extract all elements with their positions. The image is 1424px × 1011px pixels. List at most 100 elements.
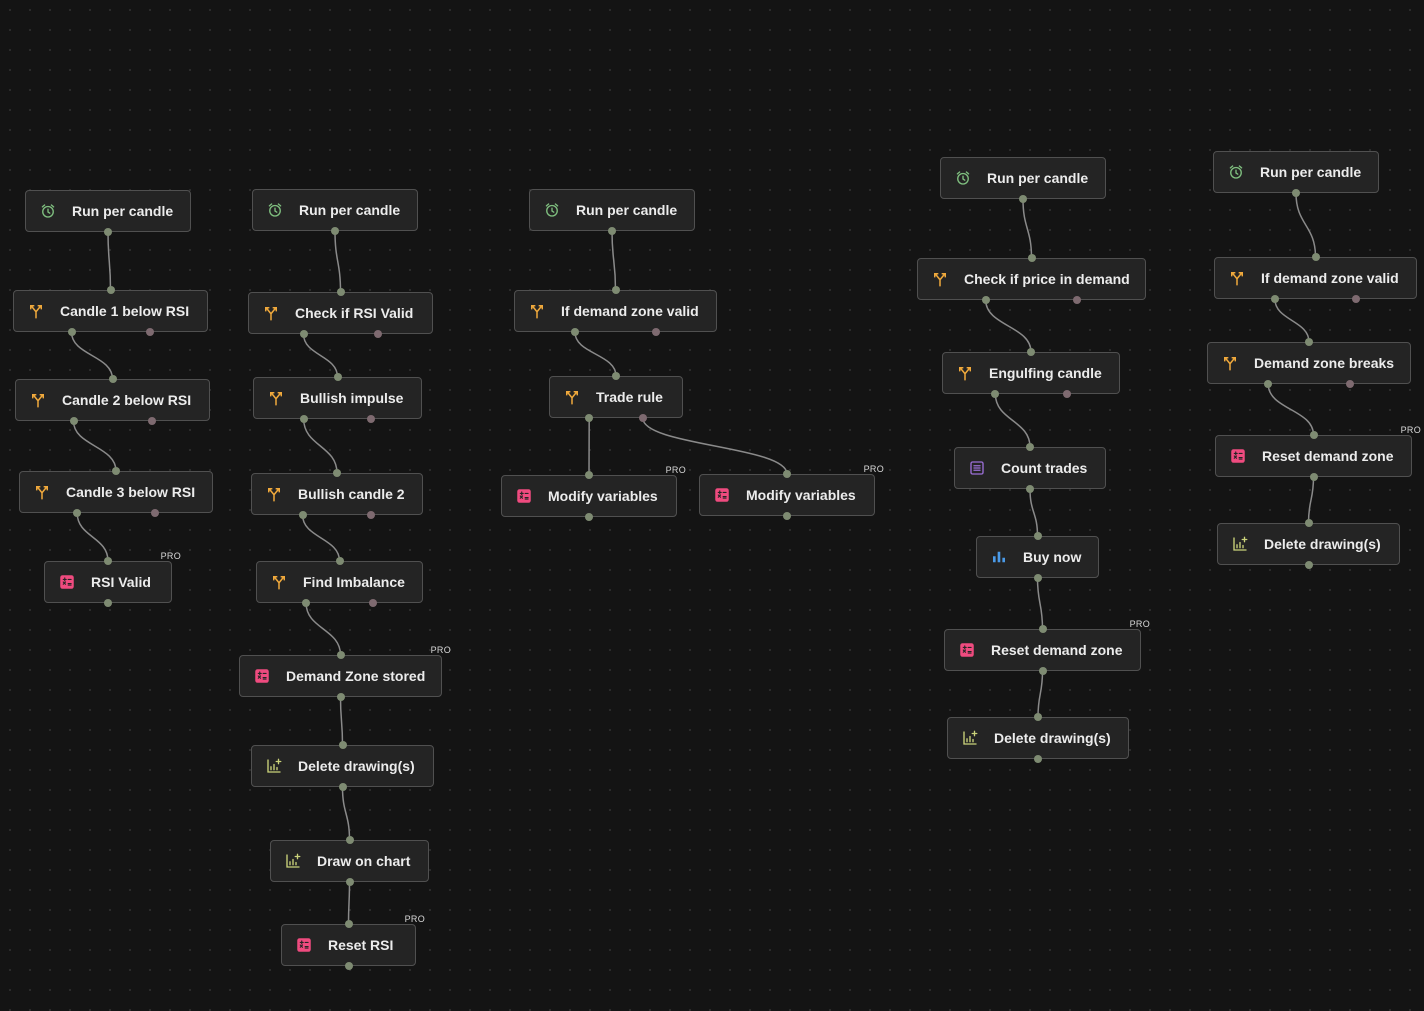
true-output-port[interactable] xyxy=(302,599,311,607)
output-port[interactable] xyxy=(344,962,353,970)
output-port[interactable] xyxy=(585,513,593,521)
input-port[interactable] xyxy=(336,288,345,296)
false-output-port[interactable] xyxy=(145,328,154,336)
true-output-port[interactable] xyxy=(981,296,990,304)
input-port[interactable] xyxy=(1305,338,1313,346)
input-port[interactable] xyxy=(1027,348,1035,356)
node-candle-3-below-rsi[interactable]: Candle 3 below RSI xyxy=(19,471,213,513)
input-port[interactable] xyxy=(1311,253,1320,261)
true-output-port[interactable] xyxy=(298,511,307,519)
node-find-imbalance[interactable]: Find Imbalance xyxy=(256,561,423,603)
node-engulfing-candle[interactable]: Engulfing candle xyxy=(942,352,1120,394)
output-port[interactable] xyxy=(104,599,112,607)
true-output-port[interactable] xyxy=(585,414,594,422)
output-port[interactable] xyxy=(331,227,339,235)
output-port[interactable] xyxy=(1309,473,1318,481)
input-port[interactable] xyxy=(112,467,120,475)
input-port[interactable] xyxy=(783,470,791,478)
output-port[interactable] xyxy=(1292,189,1300,197)
false-output-port[interactable] xyxy=(373,330,382,338)
true-output-port[interactable] xyxy=(67,328,76,336)
node-if-demand-zone-valid[interactable]: If demand zone valid xyxy=(1214,257,1417,299)
input-port[interactable] xyxy=(336,651,345,659)
false-output-port[interactable] xyxy=(368,599,377,607)
true-output-port[interactable] xyxy=(1270,295,1279,303)
input-port[interactable] xyxy=(104,557,112,565)
node-count-trades[interactable]: Count trades xyxy=(954,447,1106,489)
false-output-port[interactable] xyxy=(1352,295,1361,303)
input-port[interactable] xyxy=(333,373,342,381)
input-port[interactable] xyxy=(1304,519,1313,527)
input-port[interactable] xyxy=(612,372,620,380)
false-output-port[interactable] xyxy=(638,414,647,422)
node-bullish-candle-2[interactable]: Bullish candle 2 xyxy=(251,473,423,515)
false-output-port[interactable] xyxy=(150,509,159,517)
input-port[interactable] xyxy=(1309,431,1318,439)
true-output-port[interactable] xyxy=(299,330,308,338)
output-port[interactable] xyxy=(1304,561,1313,569)
node-delete-drawing-s[interactable]: Delete drawing(s) xyxy=(947,717,1129,759)
true-output-port[interactable] xyxy=(73,509,82,517)
output-port[interactable] xyxy=(1026,485,1034,493)
input-port[interactable] xyxy=(338,741,347,749)
node-trade-rule[interactable]: Trade rule xyxy=(549,376,683,418)
node-run-per-candle[interactable]: Run per candle xyxy=(1213,151,1379,193)
false-output-port[interactable] xyxy=(1073,296,1082,304)
node-run-per-candle[interactable]: Run per candle xyxy=(25,190,191,232)
node-bullish-impulse[interactable]: Bullish impulse xyxy=(253,377,422,419)
node-run-per-candle[interactable]: Run per candle xyxy=(529,189,695,231)
input-port[interactable] xyxy=(1026,443,1034,451)
node-draw-on-chart[interactable]: Draw on chart xyxy=(270,840,429,882)
node-check-if-rsi-valid[interactable]: Check if RSI Valid xyxy=(248,292,433,334)
node-check-if-price-in-demand[interactable]: Check if price in demand xyxy=(917,258,1146,300)
input-port[interactable] xyxy=(611,286,620,294)
output-port[interactable] xyxy=(338,783,347,791)
output-port[interactable] xyxy=(104,228,112,236)
false-output-port[interactable] xyxy=(367,511,376,519)
output-port[interactable] xyxy=(1019,195,1027,203)
output-port[interactable] xyxy=(1033,574,1042,582)
true-output-port[interactable] xyxy=(570,328,579,336)
true-output-port[interactable] xyxy=(991,390,1000,398)
input-port[interactable] xyxy=(333,469,341,477)
node-run-per-candle[interactable]: Run per candle xyxy=(940,157,1106,199)
output-port[interactable] xyxy=(345,878,354,886)
false-output-port[interactable] xyxy=(652,328,661,336)
node-candle-1-below-rsi[interactable]: Candle 1 below RSI xyxy=(13,290,208,332)
node-candle-2-below-rsi[interactable]: Candle 2 below RSI xyxy=(15,379,210,421)
output-port[interactable] xyxy=(1034,755,1042,763)
node-demand-zone-breaks[interactable]: Demand zone breaks xyxy=(1207,342,1411,384)
output-port[interactable] xyxy=(608,227,616,235)
input-port[interactable] xyxy=(335,557,344,565)
node-buy-now[interactable]: Buy now xyxy=(976,536,1099,578)
input-port[interactable] xyxy=(1027,254,1036,262)
true-output-port[interactable] xyxy=(1264,380,1273,388)
node-delete-drawing-s[interactable]: Delete drawing(s) xyxy=(251,745,434,787)
true-output-port[interactable] xyxy=(299,415,308,423)
false-output-port[interactable] xyxy=(147,417,156,425)
input-port[interactable] xyxy=(1033,532,1042,540)
input-port[interactable] xyxy=(345,836,354,844)
output-port[interactable] xyxy=(1038,667,1047,675)
false-output-port[interactable] xyxy=(1345,380,1354,388)
node-delete-drawing-s[interactable]: Delete drawing(s) xyxy=(1217,523,1400,565)
input-port[interactable] xyxy=(585,471,593,479)
input-port[interactable] xyxy=(1034,713,1042,721)
input-port[interactable] xyxy=(344,920,353,928)
node-if-demand-zone-valid[interactable]: If demand zone valid xyxy=(514,290,717,332)
output-port[interactable] xyxy=(336,693,345,701)
input-port[interactable] xyxy=(106,286,115,294)
input-port[interactable] xyxy=(108,375,117,383)
false-output-port[interactable] xyxy=(1062,390,1071,398)
true-output-port[interactable] xyxy=(69,417,78,425)
input-port[interactable] xyxy=(1038,625,1047,633)
node-run-per-candle[interactable]: Run per candle xyxy=(252,189,418,231)
